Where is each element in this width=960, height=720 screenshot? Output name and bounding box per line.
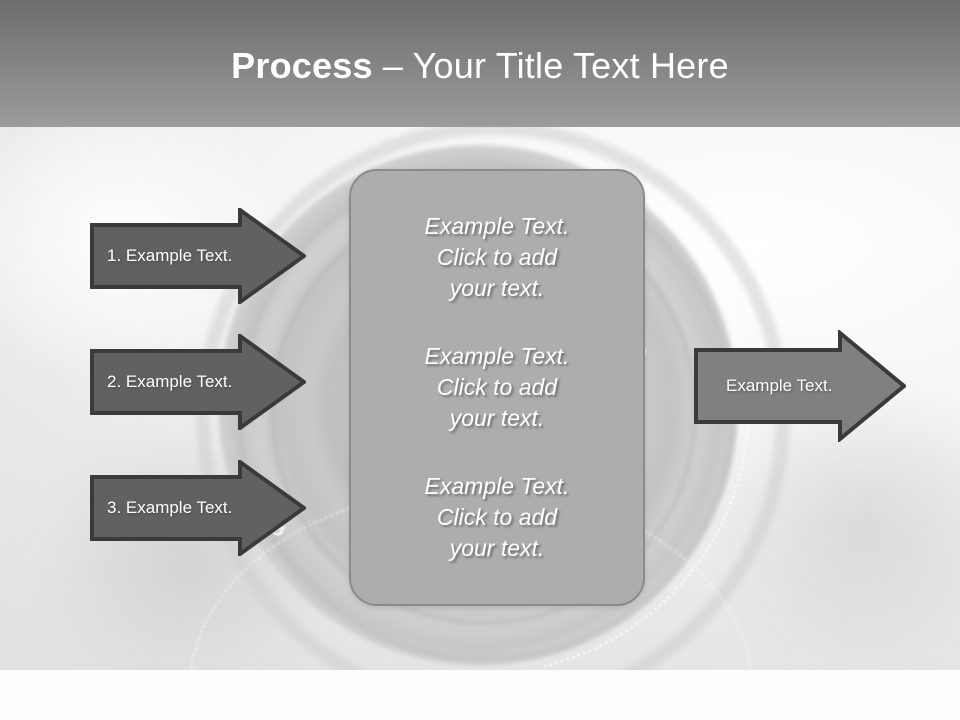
- title-band: [0, 0, 960, 127]
- panel-text-block-1[interactable]: Example Text. Click to add your text.: [424, 213, 570, 302]
- arrow-shape-icon: [90, 208, 306, 304]
- page-title-rest: – Your Title Text Here: [372, 45, 729, 86]
- output-arrow[interactable]: Example Text.: [694, 330, 906, 442]
- panel-text-block-2[interactable]: Example Text. Click to add your text.: [424, 342, 570, 431]
- center-content-panel[interactable]: Example Text. Click to add your text. Ex…: [349, 169, 645, 606]
- arrow-shape-icon: [90, 460, 306, 556]
- input-arrow-2[interactable]: 2. Example Text.: [90, 334, 306, 430]
- slide-bottom-margin: [0, 670, 960, 720]
- panel-text-block-3[interactable]: Example Text. Click to add your text.: [424, 472, 570, 561]
- arrow-shape-icon: [694, 330, 906, 442]
- input-arrow-3[interactable]: 3. Example Text.: [90, 460, 306, 556]
- page-title: Process – Your Title Text Here: [0, 44, 960, 88]
- page-title-bold: Process: [231, 45, 373, 86]
- input-arrow-1[interactable]: 1. Example Text.: [90, 208, 306, 304]
- arrow-shape-icon: [90, 334, 306, 430]
